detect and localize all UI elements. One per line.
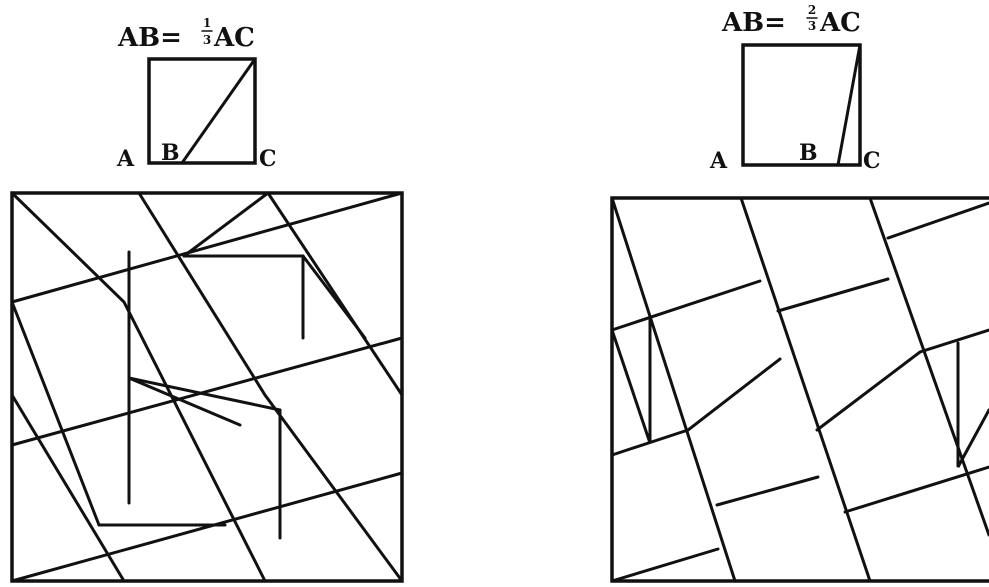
right-title-numerator: 2 xyxy=(808,3,816,17)
right-point-c: C xyxy=(863,148,881,174)
right-title-rhs: AC xyxy=(819,8,861,38)
left-title-rhs: AC xyxy=(213,23,255,53)
right-dissection xyxy=(610,196,989,583)
left-point-c: C xyxy=(259,146,277,172)
left-dissection xyxy=(10,191,404,583)
left-title-denominator: 3 xyxy=(203,33,211,47)
right-title-lhs: AB= xyxy=(721,8,786,38)
left-key-figure: AB= 1 3 AC A B C xyxy=(116,16,277,172)
right-outer-square xyxy=(610,196,989,583)
left-key-square xyxy=(147,57,257,165)
right-point-b: B xyxy=(799,140,818,166)
right-title-denominator: 3 xyxy=(808,19,816,33)
left-point-a: A xyxy=(116,146,135,172)
left-key-diagonal xyxy=(180,57,257,165)
right-point-a: A xyxy=(709,148,728,174)
left-outer-square xyxy=(10,191,404,583)
right-key-diagonal xyxy=(836,43,862,167)
right-key-square xyxy=(741,43,862,167)
left-point-b: B xyxy=(161,140,180,166)
right-key-figure: AB= 2 3 AC A B C xyxy=(709,3,881,174)
left-title-numerator: 1 xyxy=(203,16,211,30)
left-title-lhs: AB= xyxy=(117,23,182,53)
